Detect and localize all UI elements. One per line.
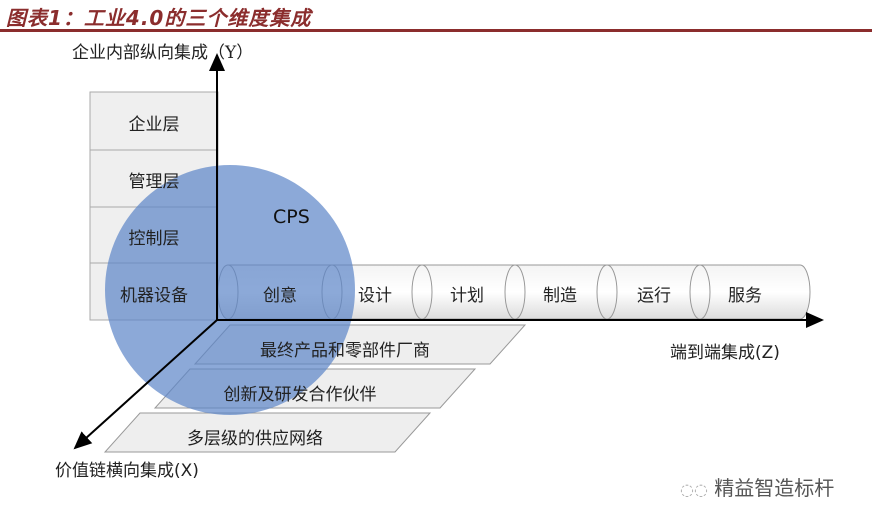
layer-label: 管理层: [128, 172, 180, 192]
cylinder-edge: [699, 264, 711, 320]
cps-circle: [105, 165, 355, 415]
cylinder-edge: [421, 264, 433, 320]
cps-label: CPS: [273, 206, 310, 228]
chain-label: 计划: [450, 286, 484, 306]
layer-label: 机器设备: [120, 286, 188, 306]
chain-label: 服务: [728, 286, 762, 306]
layer-label: 企业层: [128, 115, 180, 135]
chain-label: 创意: [263, 286, 297, 306]
partner-plate: [103, 412, 432, 453]
partner-label: 创新及研发合作伙伴: [223, 385, 377, 405]
z-axis-label: 端到端集成(Z): [670, 343, 780, 363]
x-axis-label: 价值链横向集成(X): [55, 461, 199, 481]
wechat-icon: ◌◌: [680, 480, 708, 499]
chain-label: 运行: [637, 286, 671, 306]
watermark-text: 精益智造标杆: [714, 476, 835, 500]
y-axis-label: 企业内部纵向集成（Y）: [72, 43, 254, 63]
chain-label: 设计: [358, 286, 392, 306]
layer-box: [89, 91, 219, 151]
cylinder-edge: [606, 264, 618, 320]
cylinder-edge: [514, 264, 526, 320]
partner-label: 多层级的供应网络: [187, 429, 323, 449]
figure-title: 图表1：工业4.0的三个维度集成: [6, 6, 312, 30]
layer-label: 控制层: [128, 229, 180, 249]
x-axis: [73, 319, 218, 450]
watermark: ◌◌ 精益智造标杆: [680, 472, 834, 501]
partner-label: 最终产品和零部件厂商: [260, 341, 430, 361]
chain-label: 制造: [543, 286, 577, 306]
title-divider: [0, 29, 872, 32]
